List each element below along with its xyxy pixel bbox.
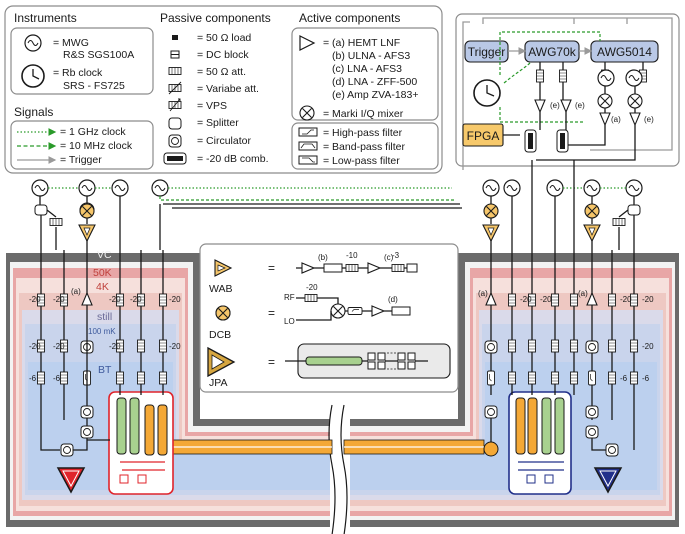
legend-trigger: = Trigger bbox=[60, 154, 102, 166]
legend-passive-4: = VPS bbox=[197, 100, 227, 112]
inset-jpa-label: JPA bbox=[209, 377, 227, 389]
instruments-panel: Trigger AWG70k AWG5014 (a) (e) (e) (e) bbox=[455, 13, 680, 170]
att-l4: -20 bbox=[130, 295, 142, 304]
att-r7: -6 bbox=[642, 374, 650, 383]
tag-e-1: (e) bbox=[550, 101, 560, 110]
inset-panel: WAB = (b) -10 (c) -3 DCB = RF LO -20 (d) bbox=[199, 243, 459, 393]
legend-passive-1: = DC block bbox=[197, 49, 249, 61]
att-l11: -6 bbox=[53, 374, 61, 383]
att-r1: -20 bbox=[520, 295, 532, 304]
legend-signals-title: Signals bbox=[14, 105, 53, 119]
tag-a-r1: (a) bbox=[478, 289, 488, 298]
inset-wab-label: WAB bbox=[209, 283, 233, 295]
stage-100mk: 100 mK bbox=[88, 327, 116, 336]
att-l5: -20 bbox=[169, 295, 181, 304]
att-r4: -20 bbox=[642, 295, 654, 304]
legend-passive-2: = 50 Ω att. bbox=[197, 66, 246, 78]
tag-a-r2: (a) bbox=[578, 289, 588, 298]
tag-e-awg: (e) bbox=[644, 115, 654, 124]
left-red-triangle bbox=[56, 467, 86, 494]
legend-passive-3: = Variabe att. bbox=[197, 83, 259, 95]
rb-clock-icon bbox=[473, 79, 501, 107]
tag-a-l: (a) bbox=[71, 287, 81, 296]
inset-att-20: -20 bbox=[306, 283, 318, 292]
inset-eq-1: = bbox=[268, 261, 275, 275]
legend-filter-2: = Low-pass filter bbox=[323, 155, 400, 167]
att-r2: -20 bbox=[540, 295, 552, 304]
tag-e-2: (e) bbox=[575, 101, 585, 110]
right-wiring: (a) (a) -20 -20 -20 -20 -20 -6 -6 bbox=[478, 160, 654, 457]
legend-mixer: = Marki I/Q mixer bbox=[323, 108, 404, 120]
att-r3: -20 bbox=[620, 295, 632, 304]
stage-still: still bbox=[97, 311, 112, 323]
left-device-box bbox=[108, 391, 174, 495]
att-r6: -6 bbox=[620, 374, 628, 383]
legend-1ghz: = 1 GHz clock bbox=[60, 126, 126, 138]
att-r5: -20 bbox=[642, 342, 654, 351]
legend-passive-title: Passive components bbox=[160, 11, 271, 25]
inset-tag-b: (b) bbox=[318, 253, 328, 262]
inset-eq-3: = bbox=[268, 355, 275, 369]
legend-passive-0: = 50 Ω load bbox=[197, 32, 251, 44]
att-l1: -20 bbox=[29, 295, 41, 304]
right-blue-triangle bbox=[593, 467, 623, 494]
inset-dcb-label: DCB bbox=[209, 329, 231, 341]
legend-active-1: (b) ULNA - AFS3 bbox=[332, 50, 410, 62]
stage-50k: 50K bbox=[93, 267, 112, 279]
inset-rf: RF bbox=[284, 293, 295, 302]
legend-filter-1: = Band-pass filter bbox=[323, 141, 406, 153]
stage-4k: 4K bbox=[96, 281, 109, 293]
att-l8: -20 bbox=[109, 342, 121, 351]
legend-mwg-line1: = MWG bbox=[53, 37, 89, 49]
left-wiring: -20 -20 -20 -20 -20 (a) -20 -20 -20 -20 … bbox=[29, 179, 462, 457]
transmission-line bbox=[169, 439, 499, 457]
legend-mwg-line2: R&S SGS100A bbox=[63, 49, 134, 61]
trigger-box-label: Trigger bbox=[468, 45, 506, 59]
att-l10: -6 bbox=[29, 374, 37, 383]
right-device-box bbox=[508, 391, 572, 495]
legend-active-4: (e) Amp ZVA-183+ bbox=[332, 89, 418, 101]
att-l6: -20 bbox=[29, 342, 41, 351]
mwg-icon bbox=[24, 34, 42, 52]
jpa-icon bbox=[207, 346, 236, 378]
inset-tag-c: (c) bbox=[384, 253, 394, 262]
combiner-right bbox=[556, 129, 569, 153]
legend-panel: Instruments = MWG R&S SGS100A = Rb clock… bbox=[4, 5, 443, 174]
combiner-left bbox=[524, 129, 537, 153]
legend-active-title: Active components bbox=[299, 11, 400, 25]
att-l9: -20 bbox=[169, 342, 181, 351]
awg70k-label: AWG70k bbox=[528, 45, 577, 59]
stage-vc: VC bbox=[97, 249, 112, 261]
legend-rb-line1: = Rb clock bbox=[53, 67, 103, 79]
legend-active-0: = (a) HEMT LNF bbox=[323, 37, 400, 49]
att-l7: -20 bbox=[53, 342, 65, 351]
fpga-label: FPGA bbox=[467, 129, 500, 143]
inset-lo: LO bbox=[284, 317, 295, 326]
legend-passive-6: = Circulator bbox=[197, 135, 251, 147]
legend-passive-7: = -20 dB comb. bbox=[197, 153, 269, 165]
inset-att-10: -10 bbox=[346, 251, 358, 260]
inset-att-3: -3 bbox=[392, 251, 400, 260]
legend-passive-5: = Splitter bbox=[197, 117, 239, 129]
rb-clock-icon bbox=[21, 64, 45, 88]
inset-tag-d: (d) bbox=[388, 295, 398, 304]
legend-active-3: (d) LNA - ZFF-500 bbox=[332, 76, 417, 88]
legend-filter-0: = High-pass filter bbox=[323, 127, 403, 139]
att-l2: -20 bbox=[53, 295, 65, 304]
awg5014-label: AWG5014 bbox=[597, 45, 652, 59]
att-l3: -20 bbox=[109, 295, 121, 304]
legend-active-2: (c) LNA - AFS3 bbox=[332, 63, 402, 75]
break-mark bbox=[328, 404, 348, 534]
legend-instruments-title: Instruments bbox=[14, 11, 77, 25]
tag-a-awg: (a) bbox=[611, 115, 621, 124]
legend-10mhz: = 10 MHz clock bbox=[60, 140, 133, 152]
stage-bt: BT bbox=[98, 364, 112, 376]
legend-rb-line2: SRS - FS725 bbox=[63, 80, 125, 92]
inset-eq-2: = bbox=[268, 306, 275, 320]
